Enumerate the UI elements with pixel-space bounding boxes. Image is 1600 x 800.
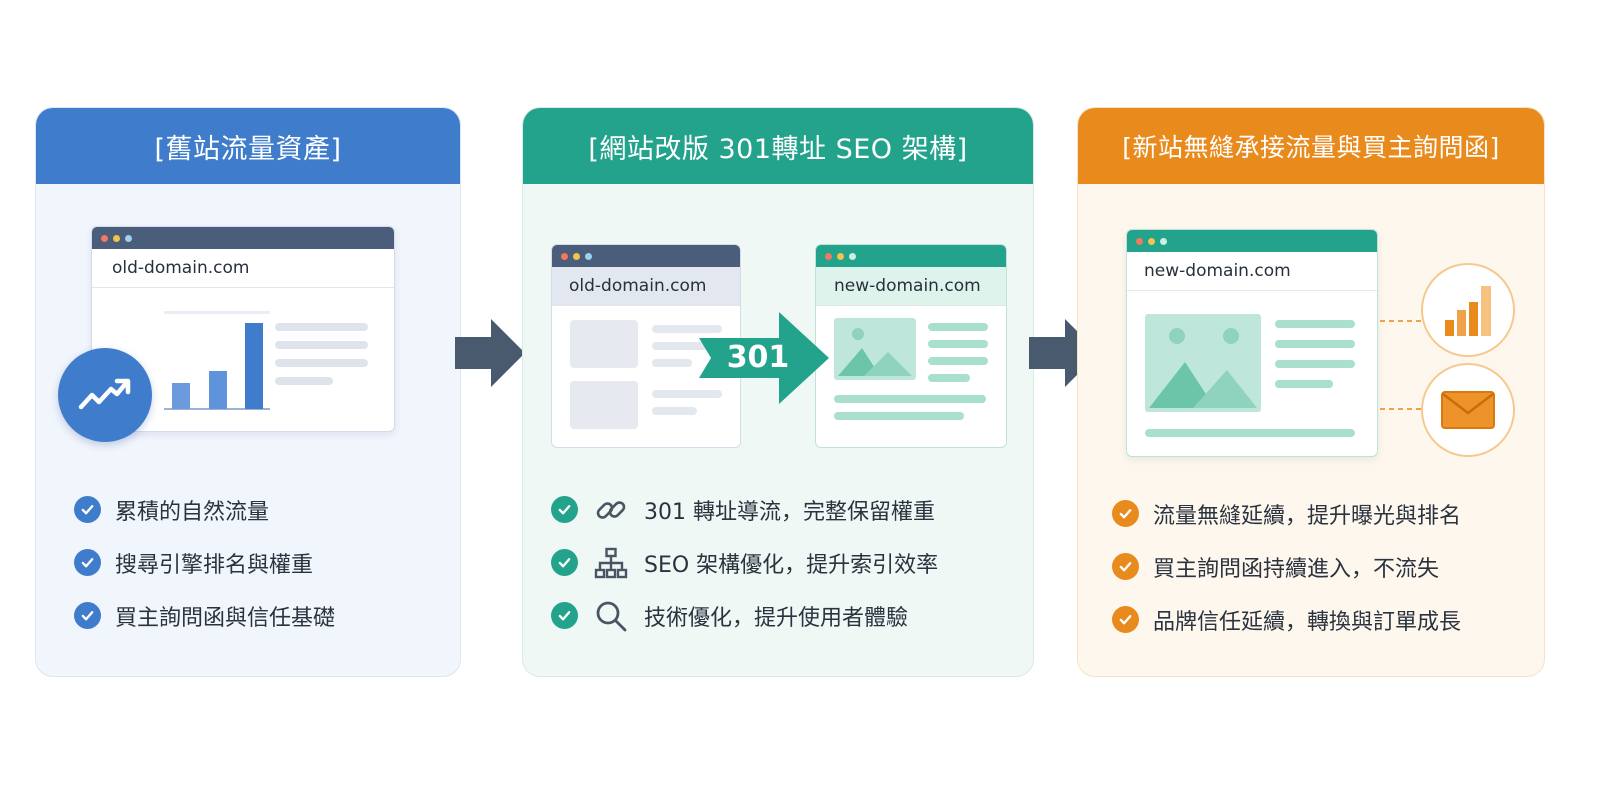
list-item-label: 品牌信任延續，轉換與訂單成長 (1153, 609, 1462, 635)
bar-chart-icon (1421, 263, 1515, 357)
list-item: SEO 架構優化，提升索引效率 (551, 536, 938, 589)
list-item-label: 流量無縫延續，提升曝光與排名 (1153, 503, 1462, 529)
check-icon (1112, 606, 1139, 633)
panel-redirect: [網站改版 301轉址 SEO 架構] old-domain.com new-d… (522, 107, 1034, 677)
panel-new-site-title: [新站無縫承接流量與買主詢問函] (1078, 108, 1544, 184)
check-icon (551, 602, 578, 629)
redirect-301-arrow: 301 (699, 312, 831, 404)
check-icon (1112, 500, 1139, 527)
image-placeholder-icon (1145, 314, 1261, 412)
mail-icon (1421, 363, 1515, 457)
list-item-label: 累積的自然流量 (115, 499, 270, 525)
bar-chart-graphic (164, 311, 270, 410)
new-site-browser-window: new-domain.com (815, 244, 1007, 448)
list-item-label: 301 轉址導流，完整保留權重 (644, 499, 935, 525)
panel-old-site-title: [舊站流量資產] (36, 108, 460, 184)
connector-lines (1380, 320, 1422, 410)
list-item-label: 搜尋引擎排名與權重 (115, 552, 314, 578)
window-url: old-domain.com (552, 267, 740, 306)
list-item: 技術優化，提升使用者體驗 (551, 589, 938, 642)
window-url: old-domain.com (92, 249, 394, 288)
check-icon (74, 496, 101, 523)
redirect-301-label: 301 (726, 340, 790, 375)
window-url: new-domain.com (1127, 252, 1377, 291)
search-icon (592, 597, 630, 635)
image-placeholder-icon (834, 318, 916, 380)
new-site-browser-window: new-domain.com (1126, 229, 1378, 457)
check-icon (74, 602, 101, 629)
redirect-benefit-list: 301 轉址導流，完整保留權重 SEO 架構優化，提升索引效率 (551, 483, 938, 642)
panel-redirect-title: [網站改版 301轉址 SEO 架構] (523, 108, 1033, 184)
sitemap-icon (592, 544, 630, 582)
check-icon (1112, 553, 1139, 580)
check-icon (551, 496, 578, 523)
list-item: 流量無縫延續，提升曝光與排名 (1112, 487, 1461, 540)
check-icon (551, 549, 578, 576)
list-item: 301 轉址導流，完整保留權重 (551, 483, 938, 536)
panel-new-site: [新站無縫承接流量與買主詢問函] new-domain.com (1077, 107, 1545, 677)
old-site-browser-window: old-domain.com (551, 244, 741, 448)
old-site-asset-list: 累積的自然流量 搜尋引擎排名與權重 買主詢問函與信任基礎 (74, 483, 335, 642)
right-arrow-icon (455, 319, 525, 387)
list-item: 累積的自然流量 (74, 483, 335, 536)
list-item-label: 買主詢問函與信任基礎 (115, 605, 336, 631)
list-item: 品牌信任延續，轉換與訂單成長 (1112, 593, 1461, 646)
list-item-label: 買主詢問函持續進入，不流失 (1153, 556, 1440, 582)
new-site-result-list: 流量無縫延續，提升曝光與排名 買主詢問函持續進入，不流失 品牌信任延續，轉換與訂… (1112, 487, 1461, 646)
window-url: new-domain.com (816, 267, 1006, 306)
window-titlebar (552, 245, 740, 267)
list-item-label: SEO 架構優化，提升索引效率 (644, 552, 939, 578)
panel-old-site: [舊站流量資產] old-domain.com 累積的自然流量 (35, 107, 461, 677)
list-item: 買主詢問函與信任基礎 (74, 589, 335, 642)
window-titlebar (92, 227, 394, 249)
trend-up-icon (58, 348, 152, 442)
check-icon (74, 549, 101, 576)
list-item: 搜尋引擎排名與權重 (74, 536, 335, 589)
list-item-label: 技術優化，提升使用者體驗 (644, 605, 909, 631)
link-icon (592, 491, 630, 529)
window-titlebar (1127, 230, 1377, 252)
window-titlebar (816, 245, 1006, 267)
list-item: 買主詢問函持續進入，不流失 (1112, 540, 1461, 593)
